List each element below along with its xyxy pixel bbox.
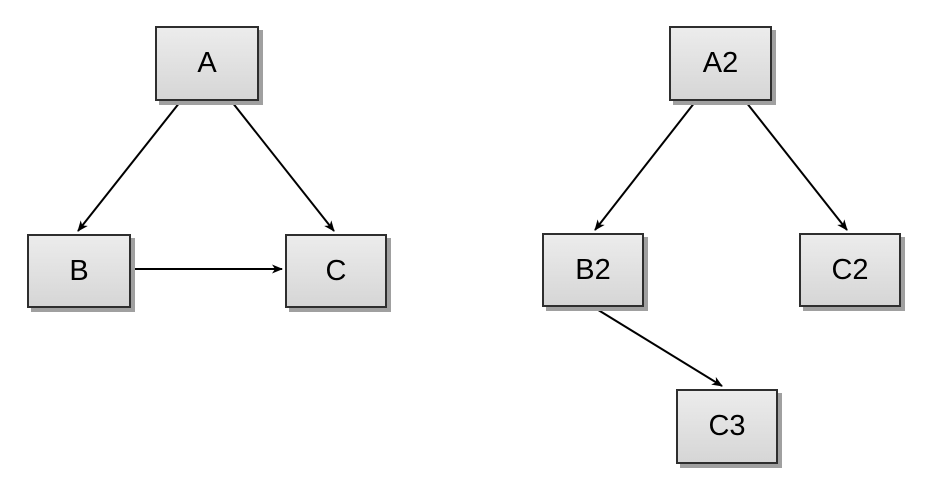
node-b2[interactable]: B2 [542,233,644,307]
node-c3[interactable]: C3 [676,389,778,464]
node-b[interactable]: B [27,234,131,308]
node-label: A2 [702,47,739,79]
node-a2[interactable]: A2 [669,26,772,101]
node-c[interactable]: C [285,234,387,308]
node-label: C2 [831,253,869,286]
node-a[interactable]: A [155,26,259,101]
edge-a2-b2 [594,101,696,231]
node-label: B [69,254,89,287]
node-label: B2 [575,253,611,286]
node-label: C [325,254,347,287]
edge-a2-c2 [745,101,848,231]
node-c2[interactable]: C2 [799,233,901,307]
node-label: A [197,47,217,79]
edge-b2-c3 [594,307,723,387]
edges-group [77,101,848,387]
edge-a-b [77,101,181,232]
node-label: C3 [708,410,746,442]
edge-a-c [231,101,335,232]
